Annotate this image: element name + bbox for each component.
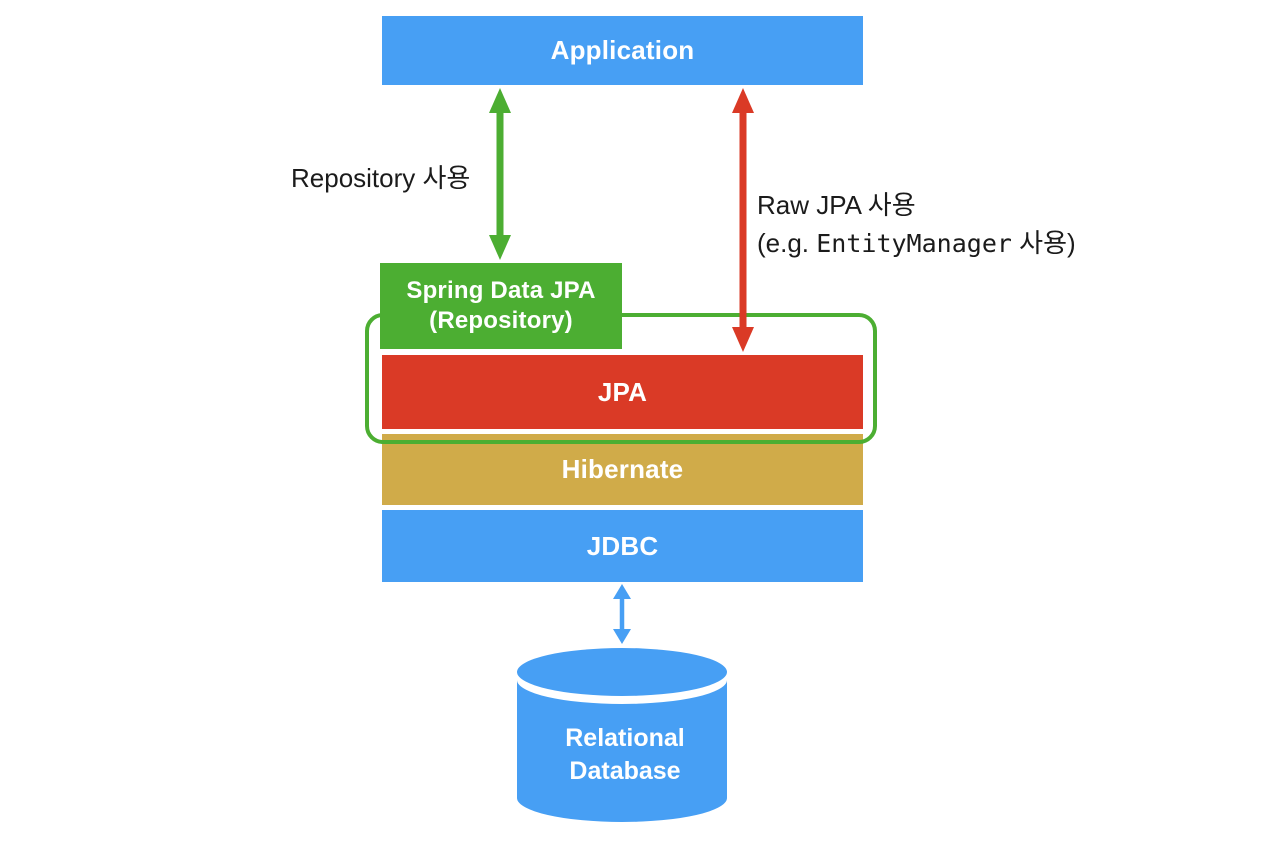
jdbc-database-arrow xyxy=(613,584,631,644)
database-cylinder xyxy=(517,648,727,822)
jdbc-label: JDBC xyxy=(586,530,659,561)
application-label: Application xyxy=(550,35,695,65)
spring-data-jpa-box: Spring Data JPA (Repository) xyxy=(380,263,622,349)
jpa-box: JPA xyxy=(382,355,863,429)
raw-jpa-usage-label-line1: Raw JPA 사용 xyxy=(757,190,916,220)
repository-usage-label: Repository 사용 xyxy=(291,163,471,193)
application-box: Application xyxy=(382,16,863,85)
cylinder-lid xyxy=(517,648,727,696)
jpa-label: JPA xyxy=(597,376,648,407)
hibernate-label: Hibernate xyxy=(561,454,684,484)
database-label: Relational Database xyxy=(505,722,745,788)
database-label-line1: Relational xyxy=(565,724,685,752)
raw-jpa-usage-label-line2: (e.g. EntityManager 사용) xyxy=(757,228,1076,258)
spring-data-jpa-label-line1: Spring Data JPA xyxy=(406,277,596,304)
repository-usage-arrow xyxy=(489,88,511,260)
hibernate-box: Hibernate xyxy=(382,434,863,505)
cylinder-body xyxy=(517,680,727,822)
raw-jpa-usage-label: Raw JPA 사용 (e.g. EntityManager 사용) xyxy=(757,186,1076,263)
spring-data-jpa-label-line2: (Repository) xyxy=(429,307,573,334)
jdbc-box: JDBC xyxy=(382,510,863,582)
database-label-line2: Database xyxy=(569,757,681,785)
entitymanager-code-text: EntityManager xyxy=(816,229,1012,258)
